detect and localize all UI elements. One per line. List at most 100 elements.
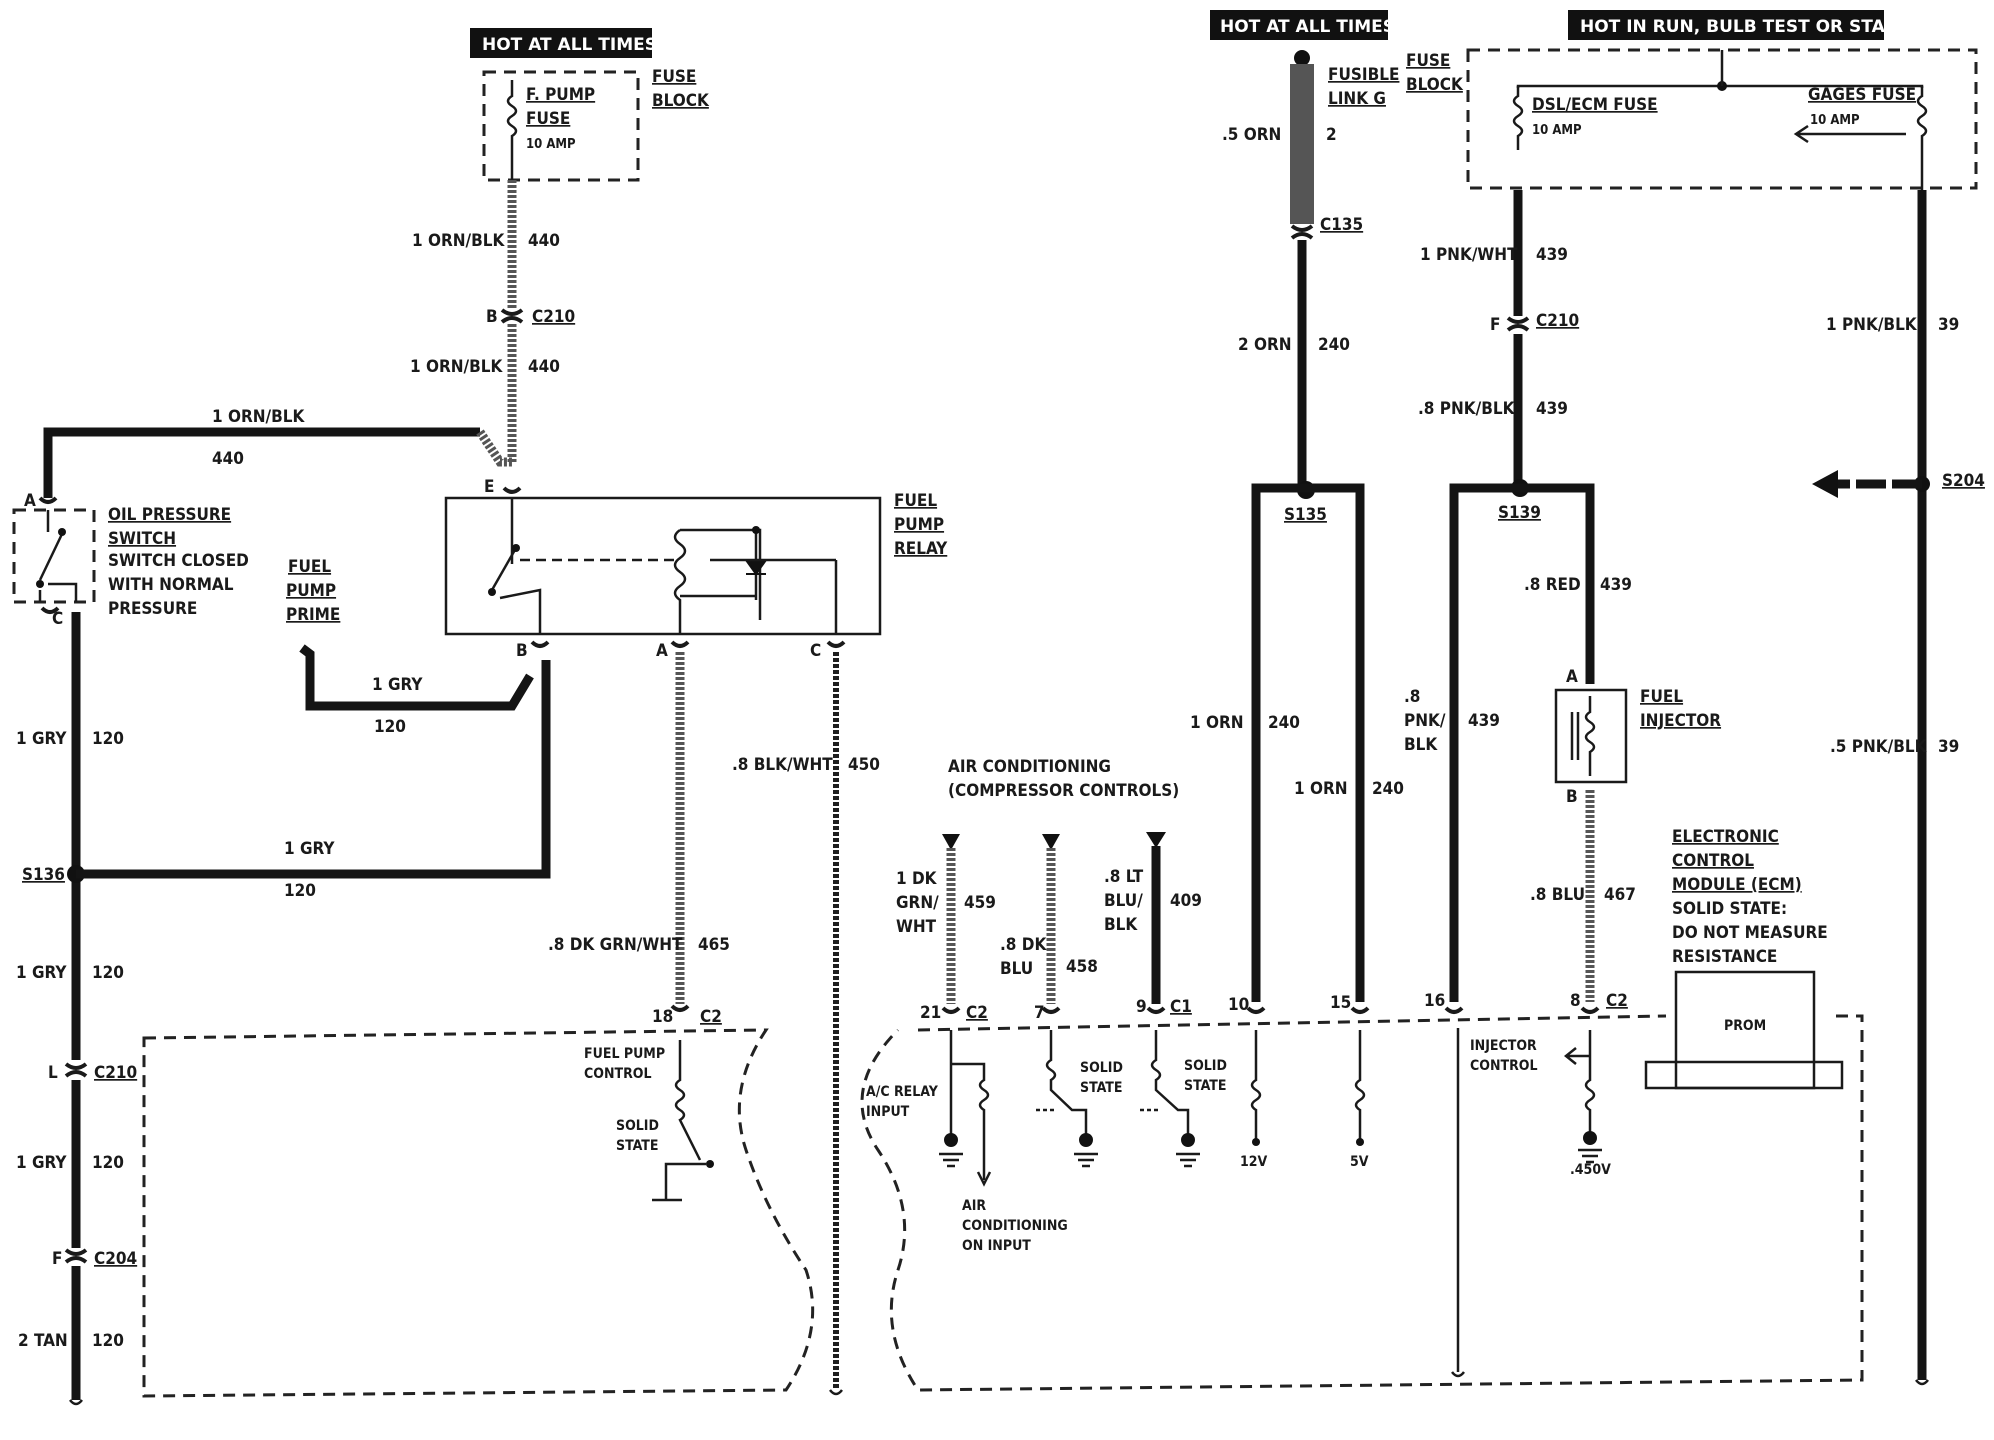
relay-output-lead (499, 588, 542, 634)
circuit-label-240b: 240 (1268, 713, 1300, 733)
fuse-block-right-title-2: BLOCK (1406, 75, 1464, 95)
circuit-label-409: 409 (1170, 891, 1202, 911)
injector-coil (1584, 696, 1596, 776)
oil-switch-pin-a-symbol (38, 496, 58, 504)
circuit-label-240a: 240 (1318, 335, 1350, 355)
ecm-pin-18: 18 (652, 1007, 673, 1027)
ecm-note-3: RESISTANCE (1672, 947, 1777, 967)
wire-label-440b: 1 ORN/BLK (410, 357, 504, 377)
banner-middle-text: HOT AT ALL TIMES (1220, 17, 1395, 37)
banner-middle: HOT AT ALL TIMES (1210, 10, 1395, 40)
c210-top-pin: B (486, 307, 498, 327)
relay-contact-arm (490, 547, 518, 591)
injector-label-1: FUEL (1640, 687, 1683, 707)
fuse-block-left-title-2: BLOCK (652, 91, 710, 111)
wire-label-409-3: BLK (1104, 915, 1138, 935)
pin9-ground (1176, 1152, 1200, 1168)
circuit-label-39b: 39 (1938, 737, 1959, 757)
s135-label: S135 (1284, 505, 1327, 525)
relay-pin-b: B (516, 641, 528, 661)
oil-switch-label-1: OIL PRESSURE (108, 505, 231, 525)
circuit-label-465: 465 (698, 935, 730, 955)
pin7-ground (1074, 1152, 1098, 1168)
connector-c210-right-symbol (1506, 316, 1530, 332)
c204-pin: F (52, 1249, 62, 1269)
relay-pin-c: C (810, 641, 821, 661)
wire-label-458-1: .8 DK (1000, 935, 1047, 955)
injector-control-arrow (1563, 1047, 1590, 1065)
wire-label-409-1: .8 LT (1104, 867, 1144, 887)
ac-on-2: CONDITIONING (962, 1218, 1068, 1234)
wire-label-465: .8 DK GRN/WHT (548, 935, 683, 955)
wire-label-439d-2: PNK/ (1404, 711, 1446, 731)
circuit-label-439c: 439 (1600, 575, 1632, 595)
fuel-pump-control-resistor (674, 1040, 702, 1161)
relay-bottom-pin-symbols (530, 640, 846, 648)
wire-label-440c: 1 ORN/BLK (212, 407, 306, 427)
ecm-c2-a: C2 (700, 1007, 722, 1027)
circuit-label-120d: 120 (92, 1153, 124, 1173)
wire-label-459-1: 1 DK (896, 869, 938, 889)
ecm-pin-symbols (941, 1006, 1600, 1014)
v450-label: .450V (1570, 1162, 1611, 1178)
wire-label-120b: 1 GRY (284, 839, 335, 859)
wire-label-409-2: BLU/ (1104, 891, 1143, 911)
ac-on-1: AIR (962, 1198, 986, 1214)
relay-contact-dot-1 (512, 544, 520, 552)
relay-pin-e-symbol (502, 486, 522, 494)
ecm-c1: C1 (1170, 997, 1192, 1017)
wire-120-to-relay (76, 660, 551, 879)
connector-c210-top-symbol (500, 308, 524, 324)
relay-diode-junction (752, 526, 760, 534)
ecm-pin-21: 21 (920, 1003, 941, 1023)
relay-pin-a: A (656, 641, 668, 661)
ecm-label-2: CONTROL (1672, 851, 1754, 871)
wire-label-440a: 1 ORN/BLK (412, 231, 506, 251)
ecm-note-2: DO NOT MEASURE (1672, 923, 1828, 943)
ecm-pin-9: 9 (1136, 997, 1147, 1017)
wire-label-439b: .8 PNK/BLK (1418, 399, 1516, 419)
wire-label-240b: 1 ORN (1190, 713, 1244, 733)
gages-fuse-symbol (1916, 86, 1928, 190)
prime-label-3: PRIME (286, 605, 340, 625)
wire-label-120e: 2 TAN (18, 1331, 68, 1351)
wire-240-branches (1251, 483, 1365, 1002)
pin9-switch (1150, 1030, 1190, 1140)
relay-label-2: PUMP (894, 515, 944, 535)
fuse-a-rating: 10 AMP (1532, 123, 1582, 138)
fuse-name-2: FUSE (526, 109, 570, 129)
wire-label-120c: 1 GRY (16, 963, 67, 983)
ac-relay-1: A/C RELAY (866, 1084, 939, 1100)
c204-label: C204 (94, 1249, 137, 1269)
fusible-link-wire: .5 ORN (1222, 125, 1281, 145)
circuit-label-439a: 439 (1536, 245, 1568, 265)
wire-39-break (1915, 1379, 1929, 1386)
circuit-label-467: 467 (1604, 885, 1636, 905)
wire-label-439d-1: .8 (1404, 687, 1420, 707)
wire-label-120d: 1 GRY (16, 1153, 67, 1173)
relay-contact-dot-2 (488, 588, 496, 596)
fp-solid-state-2: STATE (616, 1138, 658, 1154)
ecm-label-1: ELECTRONIC (1672, 827, 1779, 847)
wire-label-439d-3: BLK (1404, 735, 1438, 755)
ac-on-3: ON INPUT (962, 1238, 1031, 1254)
banner-left-text: HOT AT ALL TIMES (482, 35, 657, 55)
wire-label-240a: 2 ORN (1238, 335, 1292, 355)
pin8-resistor (1584, 1030, 1596, 1136)
ecm-c2-b: C2 (966, 1003, 988, 1023)
pin10-node (1252, 1138, 1260, 1146)
ecm-pin-7: 7 (1034, 1003, 1045, 1023)
wire-label-439a: 1 PNK/WHT (1420, 245, 1518, 265)
ecm-left-outline (142, 1028, 815, 1398)
pin15-node (1356, 1138, 1364, 1146)
relay-label-3: RELAY (894, 539, 948, 559)
wire-label-39b: .5 PNK/BLK (1830, 737, 1928, 757)
connector-c210-left-symbol (64, 1062, 88, 1078)
prom-socket (1644, 1060, 1844, 1090)
ecm-pin-16: 16 (1424, 991, 1445, 1011)
oil-switch-pin-c: C (52, 609, 63, 629)
fuel-pump-fuse-symbol (506, 80, 518, 180)
prime-label-1: FUEL (288, 557, 331, 577)
wire-label-240c: 1 ORN (1294, 779, 1348, 799)
ac-wire-terminal-arrows (942, 832, 1166, 850)
